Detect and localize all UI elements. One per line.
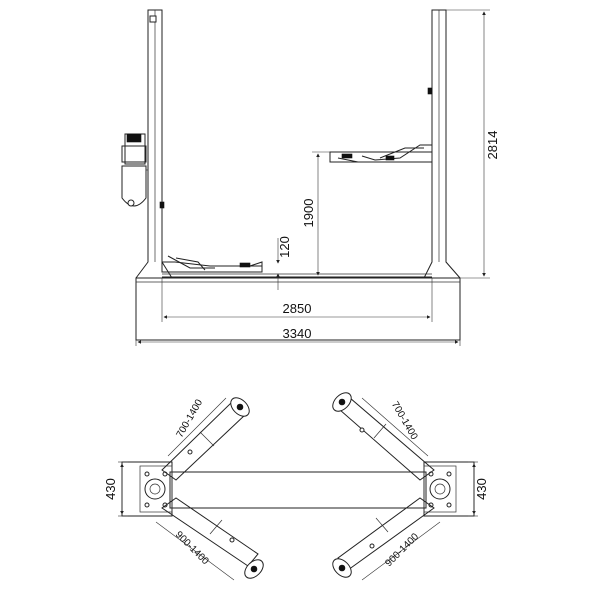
dim-total-height: 2814 [446, 9, 500, 279]
left-column [135, 9, 173, 279]
lift-arm-raised [329, 144, 433, 163]
dim-left-base-label: 430 [103, 478, 118, 500]
dim-arm-upper-left: 700-1400 [167, 397, 227, 457]
top-view: 430 430 700-1400 700-1400 900-1400 900-1… [103, 392, 489, 581]
arm-lower-right [332, 497, 435, 578]
left-column-base [121, 461, 173, 517]
dim-arm-lower-left-label: 900-1400 [173, 529, 211, 567]
dim-outer-width: 3340 [135, 326, 461, 346]
dim-min-height: 120 [276, 236, 292, 290]
dim-left-base: 430 [103, 461, 128, 517]
side-view: 2814 1900 120 2850 3340 [121, 9, 500, 346]
dim-lift-height-label: 1900 [301, 199, 316, 228]
dim-arm-lower-right-label: 900-1400 [383, 531, 421, 569]
dim-arm-upper-right: 700-1400 [361, 397, 429, 457]
hydraulic-power-unit [121, 133, 148, 207]
dim-arm-upper-left-label: 700-1400 [175, 397, 206, 439]
dim-outer-width-label: 3340 [283, 326, 312, 341]
right-column [423, 9, 461, 279]
arm-upper-left [161, 397, 250, 481]
dim-right-base: 430 [468, 461, 489, 517]
base-plate [135, 277, 461, 341]
dim-lift-height: 1900 [301, 151, 330, 276]
dim-inner-width: 2850 [161, 278, 433, 322]
right-column-base [423, 461, 475, 517]
arm-lower-left [161, 497, 264, 579]
dim-inner-width-label: 2850 [283, 301, 312, 316]
dim-right-base-label: 430 [474, 478, 489, 500]
lift-arm-lowered [161, 255, 432, 278]
arm-upper-right [332, 392, 435, 481]
floor-plate [169, 471, 427, 509]
dim-min-height-label: 120 [277, 236, 292, 258]
dim-total-height-label: 2814 [485, 131, 500, 160]
